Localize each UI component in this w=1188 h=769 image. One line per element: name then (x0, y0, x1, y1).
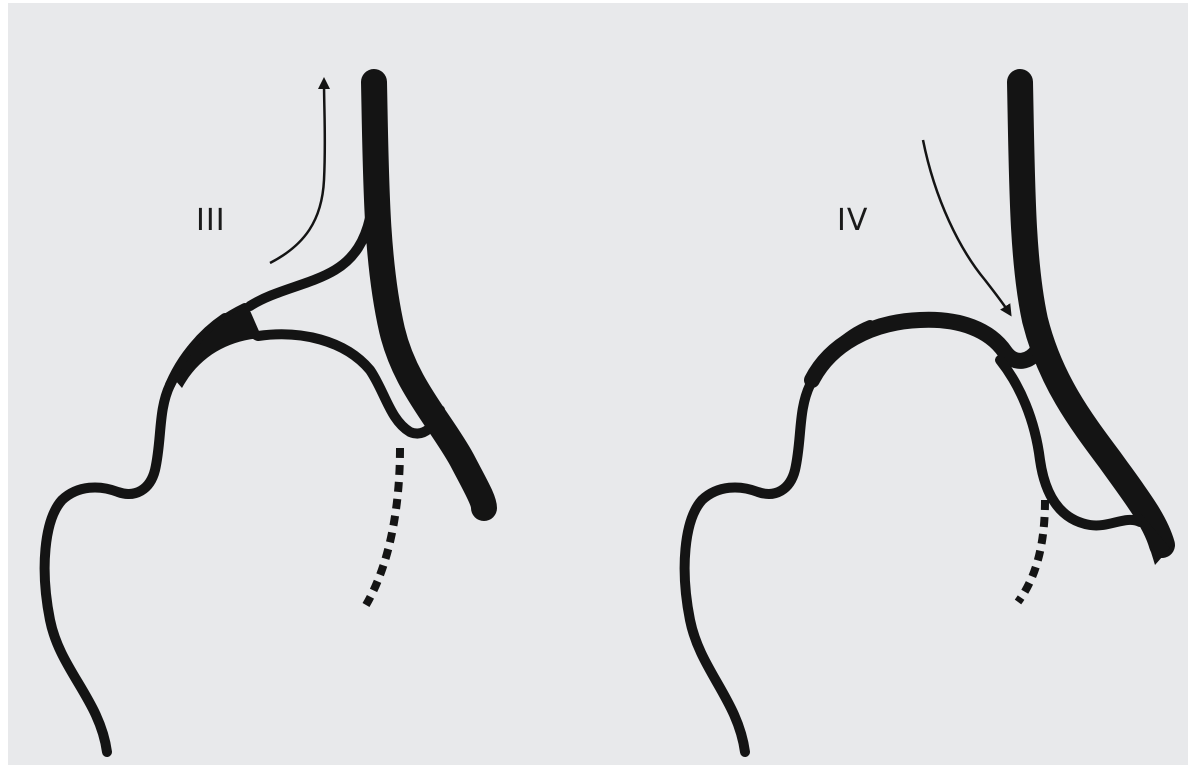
panel-label-iv: IV (837, 206, 868, 236)
left-upper-branch (250, 218, 370, 306)
right-dotted-path (1018, 500, 1045, 602)
panel-label-iii: III (196, 206, 226, 236)
left-outer-contour (45, 318, 225, 752)
right-flow-arrow (923, 140, 1010, 314)
left-dotted-path (366, 448, 400, 605)
right-outer-contour (685, 325, 870, 752)
left-flow-arrow (270, 80, 325, 263)
panel-right (685, 82, 1170, 752)
panel-left (45, 80, 484, 752)
left-main-vessel (374, 82, 484, 508)
